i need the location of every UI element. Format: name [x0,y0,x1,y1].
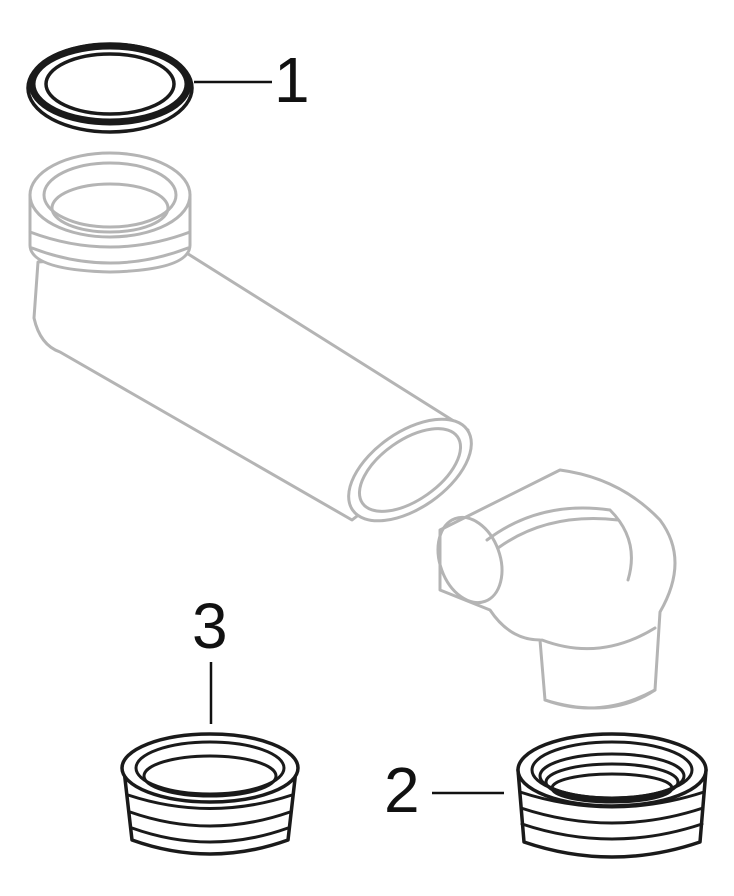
elbow-inlet [436,515,504,605]
elbow-collar [485,506,633,582]
adapter-large-inner-thread-2 [544,762,680,802]
seal-ring-inner [44,52,176,116]
seal-ring-band [28,42,192,126]
adapter-large-top [516,732,708,808]
adapter-small-thread-2 [128,810,292,828]
seal-ring [26,42,194,134]
elbow-body [438,468,677,710]
elbow-collar-2 [496,517,620,550]
elbow-outlet-bottom [543,688,657,710]
pipe-end-rim [357,427,463,513]
adapter-small [120,732,300,856]
adapter-large-inner-thread-3 [550,772,674,804]
pipe-socket-groove [28,230,192,249]
elbow-outlet-rim [540,626,657,651]
pipe-socket-top [28,151,192,239]
adapter-large [516,732,708,859]
adapter-large-thread-2 [519,806,705,825]
callout-label-3: 3 [192,590,228,662]
adapter-large-inner-thread-1 [538,752,686,800]
adapter-small-inner-2 [142,754,278,798]
callout-label-1: 1 [274,44,310,116]
elbow-fitting [436,468,677,710]
adapter-small-top [120,732,300,804]
pipe-bend-with-socket [28,151,473,523]
adapter-small-thread-1 [126,793,294,810]
pipe-end-opening [347,417,473,523]
pipe-socket-inner-2 [50,182,170,234]
pipe-socket-inner [42,161,178,229]
adapter-large-thread-3 [520,822,704,841]
adapter-small-thread-3 [130,826,290,844]
pipe-socket-groove-2 [30,246,190,265]
callout-label-2: 2 [384,754,420,826]
adapter-small-inner [134,740,286,796]
